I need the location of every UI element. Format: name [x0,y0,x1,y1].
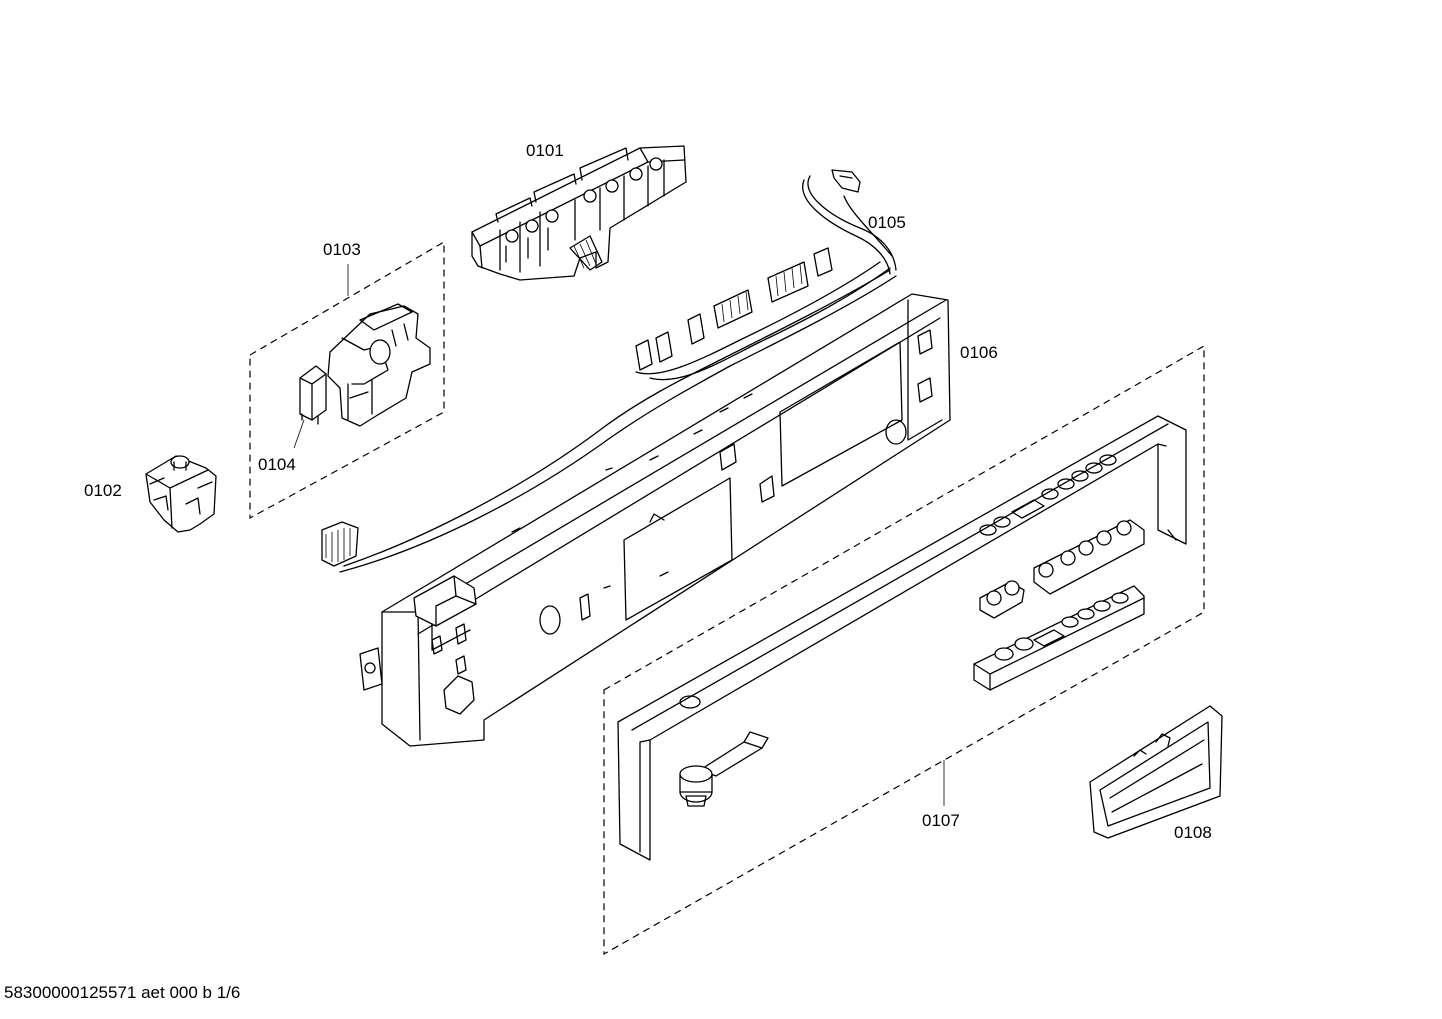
group-0107-dashed-boundary [603,344,1205,956]
part-0107-front-fascia[interactable] [617,415,1187,861]
part-0106-panel-frame[interactable] [359,293,951,747]
label-0102: 0102 [84,481,122,500]
document-code: 58300000125571 aet 000 b 1/6 [4,983,240,1002]
label-0103: 0103 [323,240,361,259]
part-0104-small-relay[interactable] [299,365,327,425]
label-0108: 0108 [1174,823,1212,842]
label-0105: 0105 [868,213,906,232]
label-0106: 0106 [960,343,998,362]
part-0101-control-module[interactable] [471,145,687,281]
part-0105-wiring-harness[interactable] [321,169,897,573]
part-0108-door-handle[interactable] [1089,705,1223,839]
part-0102-door-lock[interactable] [145,455,217,533]
part-0103-dispenser-housing[interactable] [327,303,431,427]
label-0101: 0101 [526,141,564,160]
label-0104: 0104 [258,455,296,474]
label-0107: 0107 [922,811,960,830]
part-button-strip-lower[interactable] [973,585,1145,691]
group-0103-dashed-boundary [249,240,445,520]
part-selector-knob[interactable] [679,731,769,807]
part-button-strip-upper[interactable] [979,519,1145,619]
